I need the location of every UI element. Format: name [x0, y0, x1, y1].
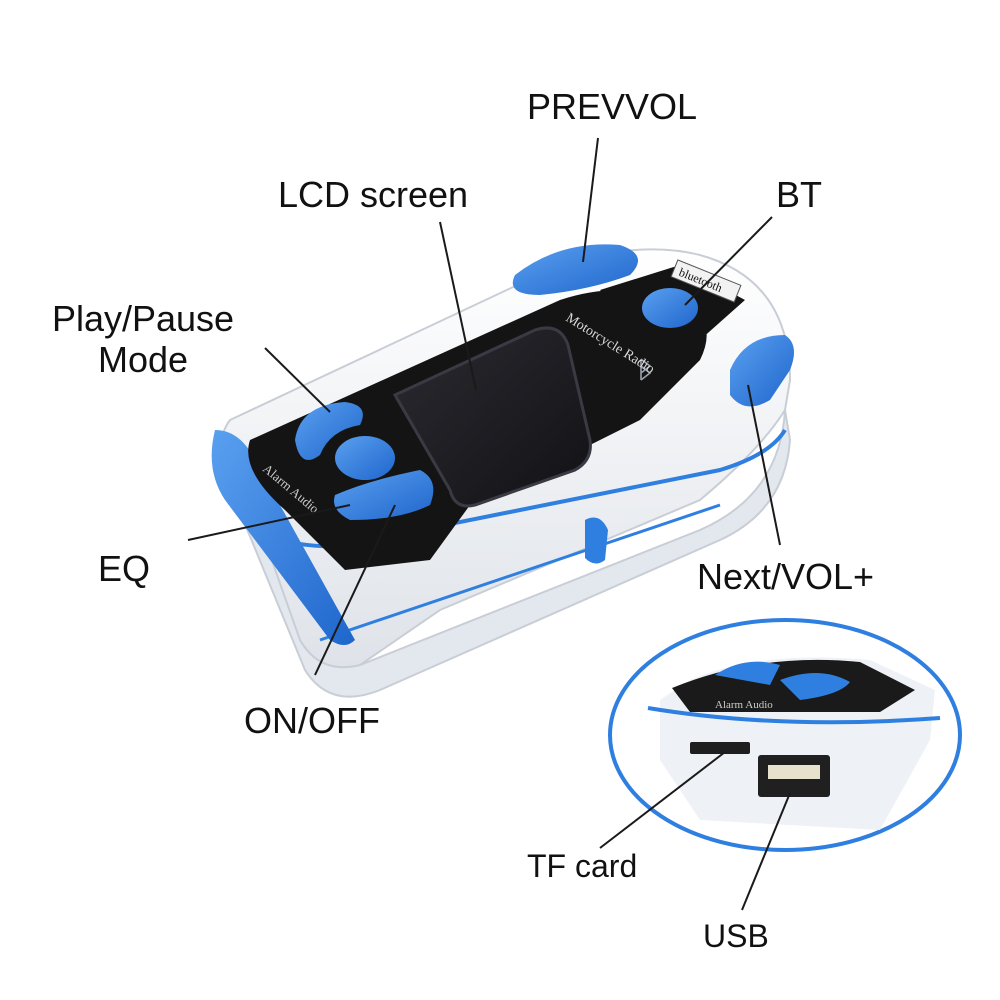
bluetooth-icon [640, 358, 652, 381]
label-lcd-screen: LCD screen [278, 174, 469, 215]
usb-inset: Alarm Audio [608, 618, 962, 852]
label-eq: EQ [98, 548, 151, 589]
eq-button [335, 436, 395, 480]
on-off-button [334, 470, 434, 520]
next-vol-button [730, 335, 794, 407]
play-pause-button [295, 402, 363, 460]
label-usb: USB [703, 918, 769, 954]
label-prev-vol: PREVVOL [527, 86, 698, 127]
label-play-pause: Play/Pause [51, 298, 235, 339]
svg-text:Alarm Audio: Alarm Audio [715, 699, 773, 711]
lcd-screen [392, 326, 592, 508]
label-next-vol: Next/VOL+ [697, 556, 875, 597]
leader-lines [187, 137, 791, 911]
front-buttons [295, 402, 434, 520]
label-on-off: ON/OFF [244, 700, 380, 741]
bt-button [642, 288, 698, 328]
label-mode: Mode [97, 339, 189, 381]
tf-card-slot [690, 742, 750, 754]
label-tf-card: TF card [527, 848, 638, 884]
label-play-pause-mode: Play/Pause Mode [38, 298, 248, 381]
prev-vol-button [512, 244, 638, 295]
label-bt: BT [776, 174, 823, 215]
